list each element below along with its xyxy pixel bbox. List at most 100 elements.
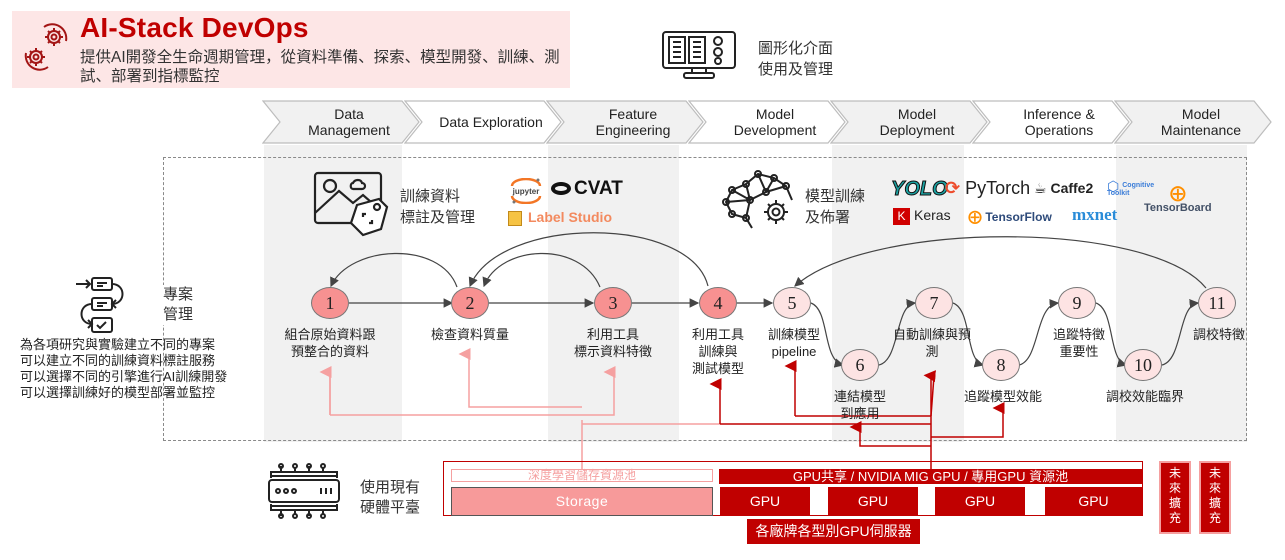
phase-step: Inference & Operations <box>972 100 1132 144</box>
arrow-11-5 <box>794 236 1207 289</box>
label-studio-logo: Label Studio <box>508 209 612 226</box>
cvat-icon <box>551 182 571 196</box>
step-label-6: 連結模型 到應用 <box>833 389 887 421</box>
chevron-shape <box>1114 100 1272 144</box>
tensorflow-logo: ⨁ TensorFlow <box>968 208 1052 224</box>
step-node-10: 10 <box>1124 349 1162 381</box>
step-label-10: 調校效能臨界 <box>1105 389 1185 404</box>
page-title: AI-Stack DevOps <box>80 12 309 43</box>
phase-label: Feature Engineering <box>595 106 671 138</box>
page-description: 提供AI開發全生命週期管理，從資料準備、探索、模型開發、訓練、測試、部署到指標監… <box>80 49 560 85</box>
monitor-dashboard-icon <box>662 31 736 79</box>
storage-link-2 <box>458 348 582 408</box>
header-banner: AI-Stack DevOps 提供AI開發全生命週期管理，從資料準備、探索、模… <box>12 11 570 88</box>
phase-label: Data Management <box>308 106 390 138</box>
step-node-2: 2 <box>451 287 489 319</box>
phase-step: Feature Engineering <box>546 100 706 144</box>
step-node-5: 5 <box>773 287 811 319</box>
hardware-frame <box>443 461 1143 516</box>
tensorboard-icon: ⨁ <box>1169 185 1186 202</box>
gpu-block: GPU <box>720 487 810 515</box>
step-node-8: 8 <box>982 349 1020 381</box>
hardware-label: 使用現有 硬體平臺 <box>360 479 421 516</box>
chevron-shape <box>830 100 988 144</box>
arrow-3-2 <box>482 252 601 288</box>
project-management-label: 專案 管理 <box>163 285 194 325</box>
step-node-11: 11 <box>1198 287 1236 319</box>
future-expansion-block: 未 來 擴 充 <box>1199 461 1231 534</box>
image-tag-icon <box>313 171 389 237</box>
storage-link-1-3 <box>329 372 614 416</box>
step-label-4: 利用工具 訓練與 測試模型 <box>691 327 745 376</box>
step-label-5: 訓練模型 pipeline <box>767 327 821 359</box>
label-studio-icon <box>508 210 522 226</box>
storage-connectors <box>319 348 720 470</box>
gpu-link-8 <box>931 402 1005 438</box>
gpu-link-7 <box>923 370 936 417</box>
step-label-9: 追蹤特徵 重要性 <box>1052 327 1106 359</box>
arrow-5-6 <box>810 302 845 368</box>
chevron-shape <box>688 100 846 144</box>
arrow-9-10 <box>1095 302 1128 368</box>
phase-step: Model Development <box>688 100 848 144</box>
step-label-3: 利用工具 標示資料特徵 <box>573 327 653 359</box>
gpu-link-6 <box>849 421 931 447</box>
yolo-logo: YOLO <box>891 178 949 201</box>
phase-step: Data Exploration <box>404 100 564 144</box>
gpu-connectors <box>720 360 1005 470</box>
gpu-server-label: 各廠牌各型別GPU伺服器 <box>747 519 920 544</box>
pytorch-logo: ⟳ PyTorch <box>945 178 1031 198</box>
mxnet-logo: mxnet <box>1072 205 1118 224</box>
gpu-link-4 <box>720 384 931 425</box>
step-label-1: 組合原始資料跟 預整合的資料 <box>284 327 376 359</box>
phase-step: Model Deployment <box>830 100 990 144</box>
arrow-7-8 <box>952 302 985 368</box>
tensorboard-logo: ⨁TensorBoard <box>1144 185 1212 215</box>
step-node-6: 6 <box>841 349 879 381</box>
labeling-group-label: 訓練資料 標註及管理 <box>400 188 476 226</box>
server-rack-icon <box>268 463 340 519</box>
step-node-1: 1 <box>311 287 349 319</box>
gpu-block: GPU <box>828 487 918 515</box>
workflow-checklist-icon <box>76 277 124 333</box>
arrow-6-7 <box>878 299 917 366</box>
chevron-shape <box>262 100 420 144</box>
cup-icon: ☕ <box>1034 180 1047 196</box>
pytorch-icon: ⟳ <box>945 178 961 198</box>
step-label-8: 追蹤模型效能 <box>963 389 1043 404</box>
phase-step: Data Management <box>262 100 422 144</box>
tensorflow-icon: ⨁ <box>968 208 982 224</box>
phase-label: Model Maintenance <box>1160 106 1242 138</box>
jupyter-text: jupyter <box>512 187 540 196</box>
chevron-shape <box>404 100 562 144</box>
phase-label: Inference & Operations <box>1023 106 1095 138</box>
project-management-description: 為各項研究與實驗建立不同的專案 可以建立不同的訓練資料標註服務 可以選擇不同的引… <box>20 337 228 400</box>
arrow-4-2 <box>468 232 709 288</box>
brain-gear-icon <box>722 170 793 229</box>
step-label-7: 自動訓練與預 測 <box>892 327 972 359</box>
step-node-7: 7 <box>915 287 953 319</box>
chevron-shape <box>546 100 704 144</box>
arrow-10-11 <box>1161 299 1200 366</box>
gpu-block: GPU <box>1045 487 1142 515</box>
jupyter-logo: jupyter <box>508 177 544 205</box>
step-label-11: 調校特徵 <box>1192 327 1246 342</box>
gears-cycle-icon <box>24 23 68 71</box>
training-group-label: 模型訓練 及佈署 <box>805 188 866 226</box>
phase-label: Data Exploration <box>439 114 543 130</box>
gpu-block: GPU <box>935 487 1025 515</box>
gui-label: 圖形化介面 使用及管理 <box>758 40 834 78</box>
phase-label: Model Development <box>733 106 817 138</box>
cvat-logo: CVAT <box>551 178 623 200</box>
step-label-2: 檢查資料質量 <box>430 327 510 342</box>
keras-icon: K <box>893 208 910 225</box>
step-node-4: 4 <box>699 287 737 319</box>
step-node-9: 9 <box>1058 287 1096 319</box>
step-node-3: 3 <box>594 287 632 319</box>
phase-label: Model Deployment <box>879 106 955 138</box>
cognitive-toolkit-logo: ⬡Cognitive Toolkit <box>1107 178 1155 197</box>
chevron-shape <box>972 100 1130 144</box>
storage-pool: 深度學習儲存資源池 <box>451 469 713 482</box>
